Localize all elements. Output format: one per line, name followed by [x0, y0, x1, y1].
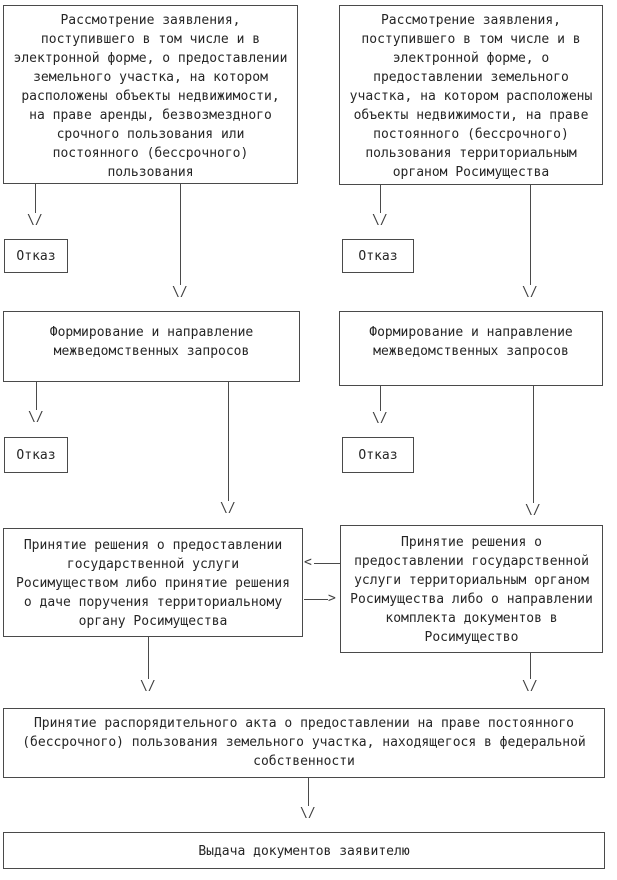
node-refuse-1-right: Отказ [342, 239, 414, 273]
arrow-down-icon: \/ [372, 411, 388, 426]
connector-line [533, 386, 534, 503]
arrow-down-icon: \/ [300, 806, 316, 821]
arrow-down-icon: \/ [140, 679, 156, 694]
connector-line [314, 563, 340, 564]
node-decision-left: Принятие решения о предоставлении госуда… [3, 528, 303, 637]
arrow-down-icon: \/ [172, 285, 188, 300]
arrow-down-icon: \/ [372, 213, 388, 228]
arrow-right-icon: > [328, 591, 336, 606]
arrow-down-icon: \/ [27, 213, 43, 228]
node-interagency-requests-right: Формирование и направление межведомствен… [339, 311, 603, 386]
node-decision-right: Принятие решения о предоставлении госуда… [340, 525, 603, 653]
node-refuse-1-left: Отказ [4, 239, 68, 273]
arrow-left-icon: < [304, 555, 312, 570]
connector-line [148, 637, 149, 679]
arrow-down-icon: \/ [522, 285, 538, 300]
node-review-application-right: Рассмотрение заявления, поступившего в т… [339, 5, 603, 185]
arrow-down-icon: \/ [525, 503, 541, 518]
node-administrative-act: Принятие распорядительного акта о предос… [3, 708, 605, 778]
arrow-down-icon: \/ [220, 501, 236, 516]
connector-line [308, 778, 309, 806]
arrow-down-icon: \/ [28, 410, 44, 425]
connector-line [380, 386, 381, 411]
node-refuse-2-left: Отказ [4, 437, 68, 473]
connector-line [35, 184, 36, 213]
connector-line [228, 382, 229, 501]
connector-line [304, 599, 328, 600]
connector-line [530, 653, 531, 679]
node-interagency-requests-left: Формирование и направление межведомствен… [3, 311, 300, 382]
connector-line [530, 185, 531, 285]
node-refuse-2-right: Отказ [342, 437, 414, 473]
node-review-application-left: Рассмотрение заявления, поступившего в т… [3, 5, 298, 184]
arrow-down-icon: \/ [522, 679, 538, 694]
connector-line [180, 184, 181, 285]
connector-line [380, 185, 381, 213]
connector-line [36, 382, 37, 410]
node-issue-documents: Выдача документов заявителю [3, 832, 605, 869]
